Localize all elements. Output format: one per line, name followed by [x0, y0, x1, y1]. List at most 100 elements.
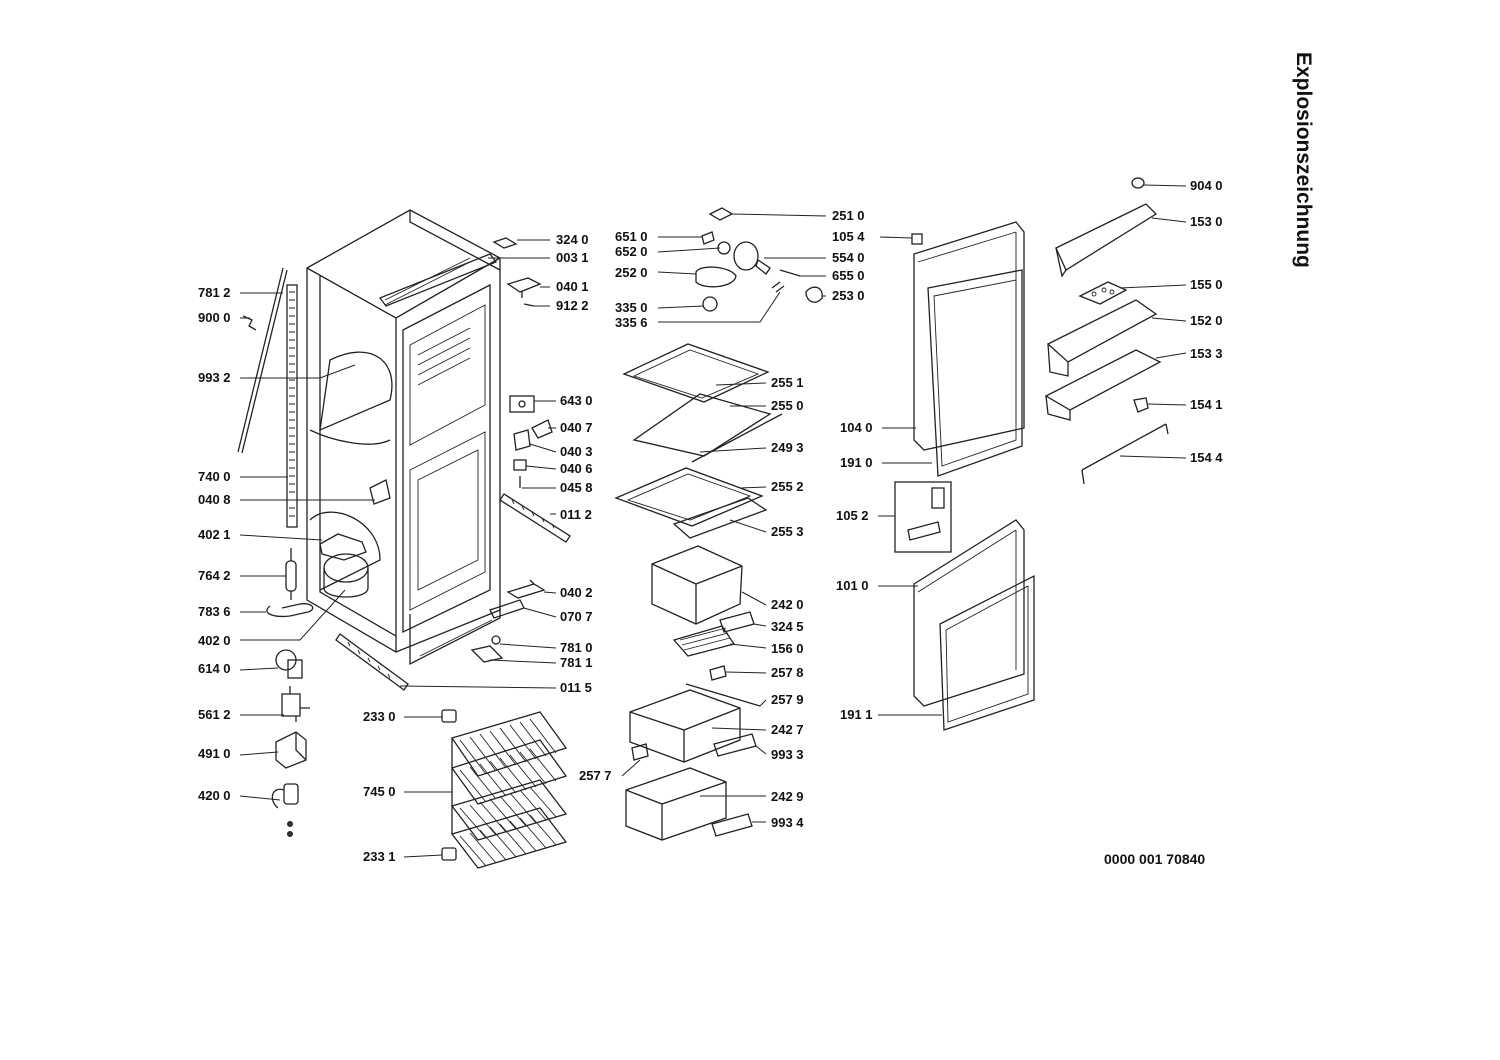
part-drawer-lower: [625, 743, 753, 841]
leader-lines: [239, 184, 1187, 858]
part-compressor: [319, 533, 369, 598]
part-label-324-5: 324 5: [771, 619, 804, 634]
part-label-745-0: 745 0: [363, 784, 396, 799]
part-label-781-2: 781 2: [198, 285, 231, 300]
part-label-554-0: 554 0: [832, 250, 865, 265]
part-drier: [285, 548, 297, 600]
part-label-253-0: 253 0: [832, 288, 865, 303]
part-label-003-1: 003 1: [556, 250, 589, 265]
part-sealing-strip: [237, 267, 288, 454]
drawing-title: Explosionszeichnung: [1292, 52, 1315, 268]
part-label-105-2: 105 2: [836, 508, 869, 523]
part-label-233-1: 233 1: [363, 849, 396, 864]
part-relay: [275, 649, 303, 679]
part-label-045-8: 045 8: [560, 480, 593, 495]
part-label-155-0: 155 0: [1190, 277, 1223, 292]
part-label-335-0: 335 0: [615, 300, 648, 315]
part-label-993-3: 993 3: [771, 747, 804, 762]
part-label-993-4: 993 4: [771, 815, 804, 830]
part-label-783-6: 783 6: [198, 604, 231, 619]
part-label-491-0: 491 0: [198, 746, 231, 761]
part-top-cover: [378, 237, 518, 307]
part-label-900-0: 900 0: [198, 310, 231, 325]
part-hinge-top: [506, 277, 542, 307]
part-label-011-2: 011 2: [560, 507, 592, 522]
part-crisper-cover: [614, 467, 768, 539]
part-label-242-0: 242 0: [771, 597, 804, 612]
part-label-781-0: 781 0: [560, 640, 593, 655]
part-label-652-0: 652 0: [615, 244, 648, 259]
part-label-614-0: 614 0: [198, 661, 231, 676]
part-label-740-0: 740 0: [198, 469, 231, 484]
part-label-040-1: 040 1: [556, 279, 589, 294]
door-lower-gasket: [939, 574, 1035, 731]
part-wire-shelves: [450, 711, 568, 869]
part-label-402-1: 402 1: [198, 527, 231, 542]
part-label-255-3: 255 3: [771, 524, 804, 539]
part-label-255-0: 255 0: [771, 398, 804, 413]
part-door-shelf-1: [1046, 299, 1158, 377]
part-label-153-0: 153 0: [1190, 214, 1223, 229]
part-shelf-butter: [1055, 203, 1158, 278]
part-label-904-0: 904 0: [1190, 178, 1223, 193]
part-door-shelf-2: [1044, 349, 1162, 421]
part-egg-tray: [1078, 281, 1128, 305]
drawing-number: 0000 001 70840: [1104, 851, 1206, 867]
part-label-101-0: 101 0: [836, 578, 869, 593]
part-label-233-0: 233 0: [363, 709, 396, 724]
part-label-105-4: 105 4: [832, 229, 865, 244]
part-label-402-0: 402 0: [198, 633, 231, 648]
part-label-040-2: 040 2: [560, 585, 593, 600]
part-label-257-8: 257 8: [771, 665, 804, 680]
part-glass-plate: [632, 393, 783, 463]
part-label-154-4: 154 4: [1190, 450, 1223, 465]
part-label-993-2: 993 2: [198, 370, 231, 385]
door-lower: [913, 519, 1025, 707]
part-label-242-9: 242 9: [771, 789, 804, 804]
part-shelf-clip-bottom: [441, 847, 457, 861]
part-shelf-clip-top: [441, 709, 457, 723]
part-label-040-7: 040 7: [560, 420, 593, 435]
part-label-324-0: 324 0: [556, 232, 589, 247]
part-bottle-stop: [1081, 397, 1169, 485]
part-cap: [1131, 177, 1145, 189]
part-label-643-0: 643 0: [560, 393, 593, 408]
part-label-651-0: 651 0: [615, 229, 648, 244]
part-label-152-0: 152 0: [1190, 313, 1223, 328]
door-upper-gasket: [927, 269, 1023, 477]
part-label-252-0: 252 0: [615, 265, 648, 280]
part-label-420-0: 420 0: [198, 788, 231, 803]
part-condenser: [286, 284, 298, 528]
part-label-764-2: 764 2: [198, 568, 231, 583]
part-capacitor: [271, 783, 299, 837]
part-label-191-0: 191 0: [840, 455, 873, 470]
part-rail-lower: [335, 633, 409, 691]
part-thermostat: [281, 686, 310, 722]
part-glass-shelf-upper: [622, 343, 770, 403]
part-handle-bracket: [894, 481, 952, 553]
part-label-153-3: 153 3: [1190, 346, 1223, 361]
part-label-040-8: 040 8: [198, 492, 231, 507]
part-label-040-6: 040 6: [560, 461, 593, 476]
part-cover: [275, 731, 307, 769]
part-label-242-7: 242 7: [771, 722, 804, 737]
part-label-335-6: 335 6: [615, 315, 648, 330]
part-label-257-9: 257 9: [771, 692, 804, 707]
part-label-011-5: 011 5: [560, 680, 592, 695]
part-label-255-1: 255 1: [771, 375, 804, 390]
part-label-257-7: 257 7: [579, 768, 612, 783]
part-label-561-2: 561 2: [198, 707, 231, 722]
part-fan-assembly: [695, 207, 923, 312]
part-label-040-3: 040 3: [560, 444, 593, 459]
part-label-251-0: 251 0: [832, 208, 865, 223]
part-rail-upper: [499, 493, 571, 543]
part-label-655-0: 655 0: [832, 268, 865, 283]
part-label-154-1: 154 1: [1190, 397, 1223, 412]
part-fan-holder: [369, 479, 391, 505]
part-drawer-rail: [685, 665, 761, 707]
part-switch: [509, 395, 535, 413]
part-label-191-1: 191 1: [840, 707, 873, 722]
